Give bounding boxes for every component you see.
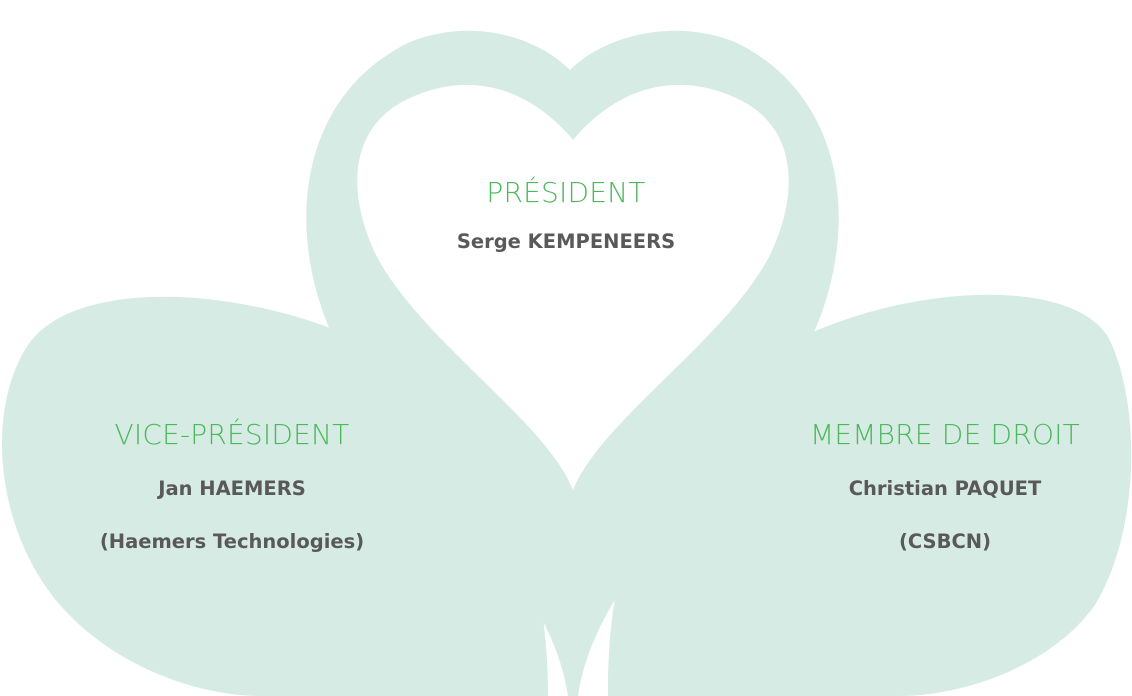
vice-president-company: (Haemers Technologies): [99, 530, 365, 553]
membre-de-droit-name: Christian PAQUET: [848, 477, 1042, 500]
vice-president-name: Jan HAEMERS: [158, 477, 306, 500]
vice-president-block: VICE-PRÉSIDENT Jan HAEMERS (Haemers Tech…: [52, 418, 412, 557]
vice-president-role-title: VICE-PRÉSIDENT: [114, 418, 350, 451]
membre-de-droit-organization: (CSBCN): [898, 530, 992, 553]
president-role-title: PRÉSIDENT: [486, 176, 646, 209]
membre-de-droit-block: MEMBRE DE DROIT Christian PAQUET (CSBCN): [780, 418, 1110, 557]
president-block: PRÉSIDENT Serge KEMPENEERS: [386, 176, 746, 257]
heart-inner-shape: [357, 84, 789, 491]
membre-de-droit-role-title: MEMBRE DE DROIT: [810, 418, 1080, 451]
president-name: Serge KEMPENEERS: [456, 230, 676, 253]
